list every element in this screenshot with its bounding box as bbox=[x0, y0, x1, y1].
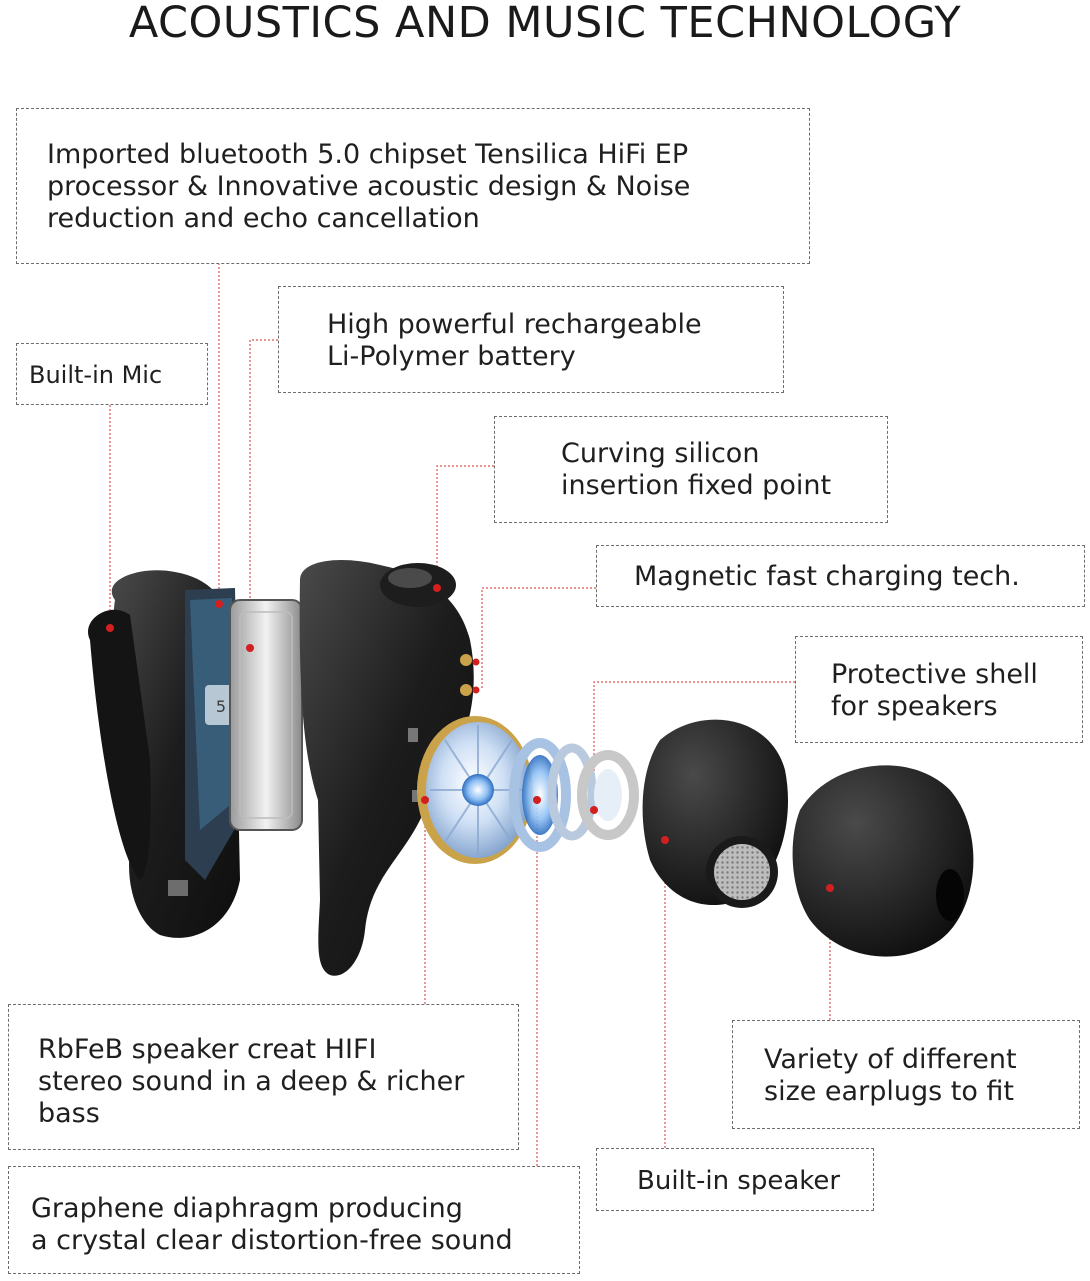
callout-magnetic: Magnetic fast charging tech. bbox=[596, 545, 1085, 607]
callout-earplugs-text: Variety of different size earplugs to fi… bbox=[764, 1044, 1017, 1107]
pcb-chipset: 5 bbox=[185, 588, 240, 880]
callout-mic-text: Built-in Mic bbox=[29, 361, 163, 389]
callout-chipset-text: Imported bluetooth 5.0 chipset Tensilica… bbox=[47, 139, 691, 234]
callout-graphene: Graphene diaphragm producing a crystal c… bbox=[8, 1166, 580, 1274]
callout-battery-text: High powerful rechargeable Li-Polymer ba… bbox=[327, 309, 702, 372]
anchor-dots bbox=[106, 584, 834, 892]
main-housing bbox=[299, 560, 474, 976]
speaker-driver bbox=[417, 716, 533, 864]
graphene-diaphragm bbox=[509, 738, 597, 852]
protective-shell-ring bbox=[577, 750, 639, 840]
callout-magnetic-text: Magnetic fast charging tech. bbox=[634, 561, 1020, 592]
callout-silicon: Curving silicon insertion fixed point bbox=[494, 416, 888, 523]
callout-mic: Built-in Mic bbox=[16, 343, 208, 405]
callout-shell-text: Protective shell for speakers bbox=[831, 659, 1038, 722]
callout-chipset: Imported bluetooth 5.0 chipset Tensilica… bbox=[16, 108, 810, 264]
leader-lines bbox=[109, 263, 831, 1166]
svg-text:5: 5 bbox=[216, 697, 226, 716]
callout-rbfeb-text: RbFeB speaker creat HIFI stereo sound in… bbox=[38, 1034, 465, 1129]
callout-silicon-text: Curving silicon insertion fixed point bbox=[561, 438, 832, 501]
battery bbox=[229, 599, 303, 831]
callout-graphene-text: Graphene diaphragm producing a crystal c… bbox=[31, 1193, 513, 1256]
callout-rbfeb: RbFeB speaker creat HIFI stereo sound in… bbox=[8, 1004, 519, 1150]
speaker-nozzle bbox=[642, 719, 788, 908]
callout-earplugs: Variety of different size earplugs to fi… bbox=[732, 1020, 1080, 1129]
callout-battery: High powerful rechargeable Li-Polymer ba… bbox=[278, 286, 784, 393]
silicone-ear-tip bbox=[792, 765, 974, 957]
callout-speaker-text: Built-in speaker bbox=[637, 1166, 841, 1196]
callout-speaker: Built-in speaker bbox=[596, 1148, 874, 1211]
page-title: ACOUSTICS AND MUSIC TECHNOLOGY bbox=[128, 0, 962, 48]
callout-shell: Protective shell for speakers bbox=[795, 636, 1083, 743]
